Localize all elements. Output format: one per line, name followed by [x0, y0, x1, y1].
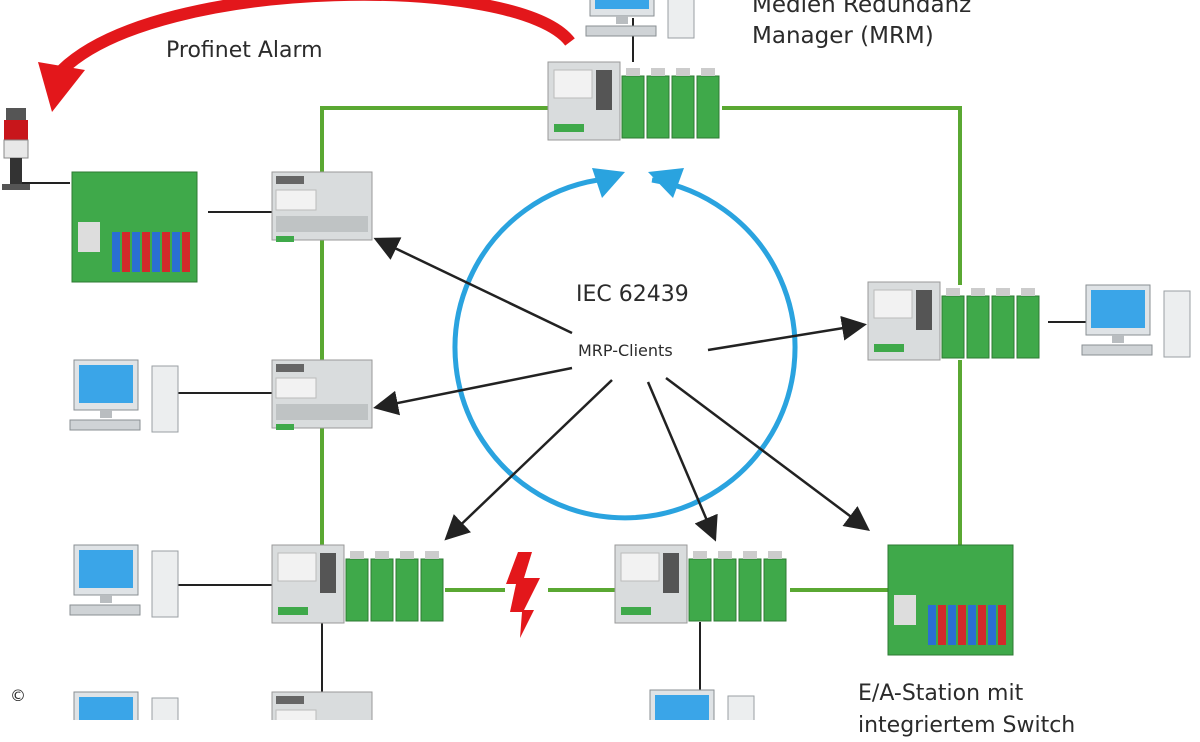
mrp-client-bottom-mid — [614, 544, 787, 624]
mrp-clients-label: MRP-Clients — [578, 341, 673, 360]
mrp-circle — [452, 168, 798, 521]
mrm-label-line2: Manager (MRM) — [752, 23, 934, 49]
computer-bottom-left-2 — [73, 691, 179, 720]
computer-bottom-mid — [649, 689, 755, 720]
arrow-to-mrp-right — [707, 315, 867, 352]
device-links — [20, 18, 1086, 700]
arrow-to-bottom-left — [444, 379, 613, 541]
mrp-arrowhead-left — [592, 168, 625, 198]
signal-tower-icon — [2, 108, 30, 190]
computer-right — [1081, 284, 1191, 358]
mrp-client-bottom-left — [271, 544, 444, 624]
arrow-to-io-station — [665, 377, 870, 531]
switch-upper-left — [271, 171, 373, 242]
profinet-alarm-label: Profinet Alarm — [166, 38, 323, 63]
switch-mid-left — [271, 359, 373, 430]
io-station-label: E/A-Station mit integriertem Switch — [858, 678, 1075, 742]
computer-mrm — [585, 0, 695, 39]
computer-bottom-left — [69, 544, 179, 618]
fault-lightning-icon — [506, 552, 540, 638]
ring-top-right — [722, 106, 962, 285]
io-station-label-line2: integriertem Switch — [858, 713, 1076, 738]
mrm-label: Medien Redundanz Manager (MRM) — [752, 0, 971, 52]
arrow-to-bottom-mid — [646, 381, 718, 542]
mrm-controller — [547, 61, 720, 141]
mrp-client-right — [867, 281, 1040, 361]
mrm-label-line1: Medien Redundanz — [752, 0, 972, 18]
io-station-label-line1: E/A-Station mit — [858, 681, 1024, 706]
io-station — [887, 544, 1014, 656]
standard-label: IEC 62439 — [576, 282, 689, 307]
diagram-canvas — [2, 0, 1191, 720]
computer-mid-left — [69, 359, 179, 433]
mrp-arrowhead-right — [648, 168, 684, 198]
copyright-mark: © — [10, 686, 26, 705]
remote-io-top-left — [71, 171, 198, 283]
client-arrows — [373, 237, 870, 542]
arrow-to-switch-2 — [373, 366, 573, 416]
switch-bottom-left — [271, 691, 373, 720]
profinet-alarm-arrow — [38, 0, 575, 112]
arrow-to-switch-1 — [373, 237, 573, 335]
